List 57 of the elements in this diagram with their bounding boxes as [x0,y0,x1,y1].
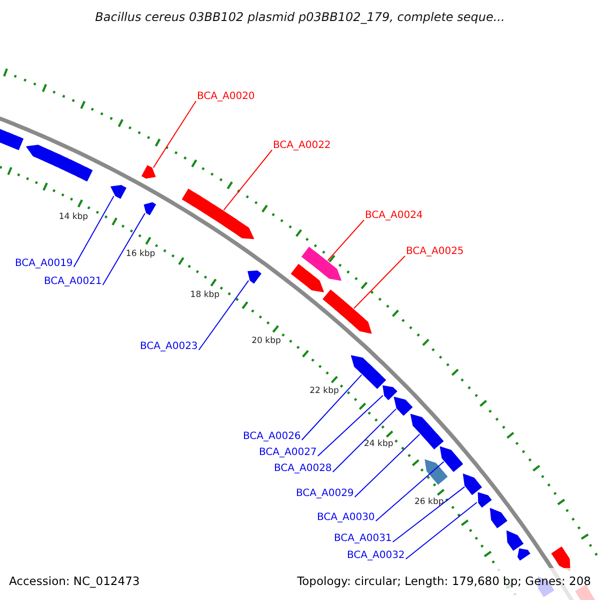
gene-label: BCA_A0027 [259,447,317,459]
gene-feature [248,270,262,284]
genome-summary: Topology: circular; Length: 179,680 bp; Genes: 208 [297,575,591,587]
gene-feature [506,530,524,551]
gene-feature [110,185,126,199]
gene-feature [142,165,156,179]
gene-label: BCA_A0032 [347,550,405,562]
leader-line [332,408,396,472]
gene-feature [382,385,398,400]
gene-label: BCA_A0019 [15,258,73,270]
gene-feature [410,414,444,450]
gene-feature [462,474,482,495]
gene-feature [302,246,342,281]
gene-label: BCA_A0023 [140,341,198,353]
gene-feature [350,355,386,389]
gene-feature [290,264,324,292]
gene-feature [490,508,508,528]
leader-line [73,196,114,268]
leader-line [317,395,384,456]
gene-label: BCA_A0024 [365,210,423,222]
gene-label: BCA_A0021 [44,276,102,288]
leader-line [152,100,196,168]
scale-label: 22 kbp [310,386,339,396]
gene-label: BCA_A0022 [273,140,331,152]
gene-label: BCA_A0031 [334,533,392,545]
gene-label: BCA_A0026 [243,431,301,443]
scale-label: 26 kbp [414,496,444,507]
gene-label: BCA_A0025 [406,246,464,258]
scale-label: 20 kbp [252,336,281,346]
leader-line [392,486,466,542]
leader-line [354,434,420,498]
scale-label: 14 kbp [58,212,88,222]
gene-feature [518,548,530,560]
leader-line [327,220,364,262]
gene-feature [478,492,492,508]
gene-label: BCA_A0030 [317,512,375,524]
gene-feature [440,446,463,472]
leader-line [102,212,146,286]
gene-label: BCA_A0020 [197,91,255,103]
gene-feature [144,202,156,216]
accession-text: Accession: NC_012473 [9,575,140,587]
map-title: Bacillus cereus 03BB102 plasmid p03BB102_179, complete seque... [94,11,506,23]
gene-label: BCA_A0029 [296,488,354,500]
leader-line [301,374,362,440]
leader-line [223,150,272,210]
gene-feature [182,188,254,240]
gene-feature [394,396,413,416]
scale-label: 24 kbp [364,439,394,450]
leader-line [198,280,250,350]
gene-label: BCA_A0028 [274,463,332,475]
leader-line [405,502,478,560]
gene-feature [424,459,448,485]
gene-feature [322,290,372,334]
leader-line [353,256,406,309]
scale-label: 18 kbp [190,290,220,300]
scale-label: 16 kbp [126,248,156,259]
gene-feature [26,144,93,182]
